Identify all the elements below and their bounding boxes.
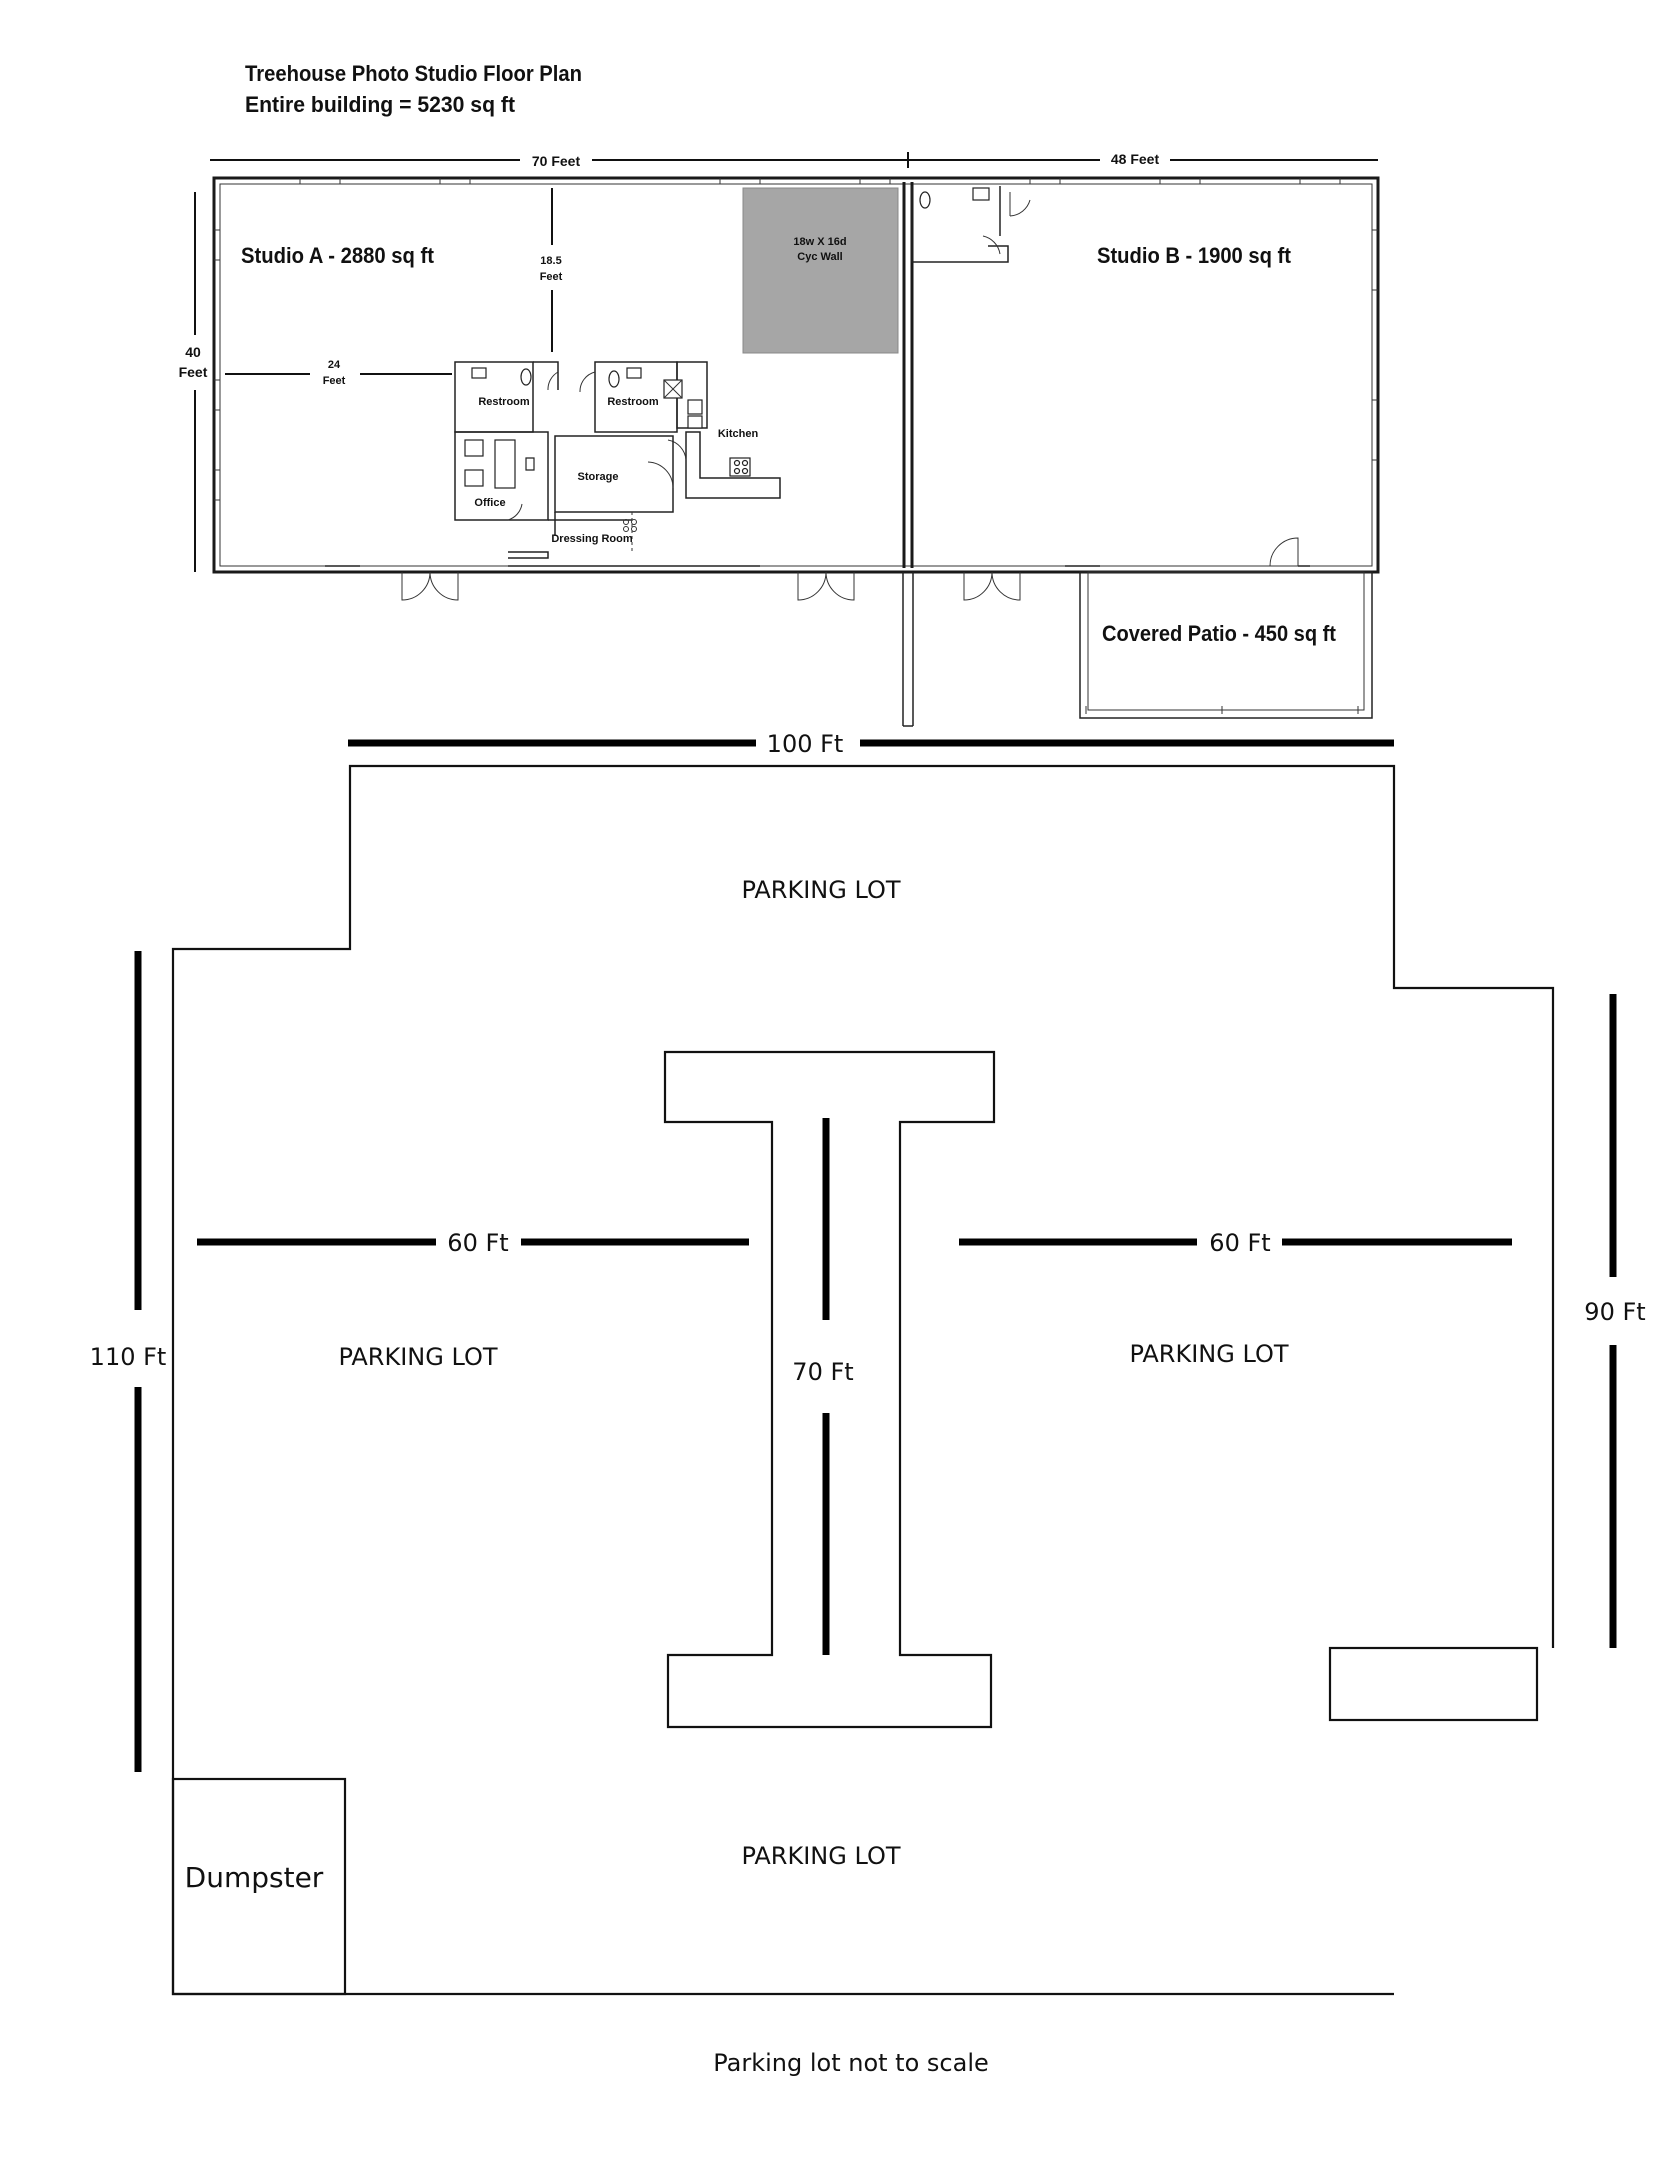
center-island [663, 1050, 996, 1729]
entry-doors [401, 537, 1299, 601]
dim-40-feet: Feet [179, 364, 208, 380]
dim-24: 24 [328, 359, 341, 371]
dim-70-feet: 70 Feet [532, 153, 581, 169]
cyc-wall-label: Cyc Wall [797, 251, 842, 263]
parking-left-height-dimension: 110 Ft [90, 951, 167, 1772]
dim-48-feet: 48 Feet [1111, 151, 1160, 167]
parking-top-width-dimension: 100 Ft [348, 730, 1394, 758]
parking-lot-left-label: PARKING LOT [338, 1343, 497, 1371]
dim-18-5: 18.5 [540, 255, 561, 267]
parking-lot-top-label: PARKING LOT [741, 876, 900, 904]
dim-100-ft: 100 Ft [767, 730, 844, 758]
walkway [902, 572, 914, 727]
parking-lot-outline [171, 764, 1555, 1996]
parking-lot-right-label: PARKING LOT [1129, 1340, 1288, 1368]
parking-lot-bottom-label: PARKING LOT [741, 1842, 900, 1870]
kitchen-label: Kitchen [718, 428, 759, 440]
parking-left-width-dimension: 60 Ft [197, 1229, 749, 1257]
studio-b-restroom [911, 186, 1031, 263]
studio-a-inner-dimensions: 18.5 Feet 24 Feet [225, 188, 563, 387]
storage-label: Storage [578, 471, 619, 483]
dim-70-ft: 70 Ft [792, 1358, 853, 1386]
studio-b-label: Studio B - 1900 sq ft [1097, 243, 1292, 268]
restroom-2-label: Restroom [607, 396, 659, 408]
parking-right-height-dimension: 90 Ft [1584, 994, 1646, 1648]
dim-60-ft-left: 60 Ft [447, 1229, 508, 1257]
dumpster-label: Dumpster [185, 1861, 324, 1894]
dim-18-5-feet: Feet [540, 271, 563, 283]
dim-110-ft: 110 Ft [90, 1343, 167, 1371]
right-curb-island [1328, 1646, 1539, 1722]
office-label: Office [474, 497, 505, 509]
plan-title: Treehouse Photo Studio Floor Plan [245, 61, 582, 86]
dumpster-box [171, 1777, 347, 1996]
covered-patio-label: Covered Patio - 450 sq ft [1102, 621, 1337, 646]
studio-a-label: Studio A - 2880 sq ft [241, 243, 435, 268]
restroom-1-label: Restroom [478, 396, 530, 408]
building-height-dimension: 40 Feet [179, 192, 208, 572]
dim-40: 40 [185, 344, 201, 360]
dim-90-ft: 90 Ft [1584, 1298, 1645, 1326]
dressing-room-label: Dressing Room [551, 533, 633, 545]
cyc-wall-size: 18w X 16d [793, 236, 846, 248]
dim-24-feet: Feet [323, 375, 346, 387]
cyc-wall [742, 187, 899, 354]
center-island-length-dimension: 70 Ft [792, 1118, 854, 1655]
parking-note: Parking lot not to scale [713, 2049, 989, 2077]
dim-60-ft-right: 60 Ft [1209, 1229, 1270, 1257]
parking-right-width-dimension: 60 Ft [959, 1229, 1512, 1257]
building-width-dimension: 70 Feet 48 Feet [210, 151, 1378, 169]
plan-subtitle: Entire building = 5230 sq ft [245, 92, 516, 117]
interior-core [454, 361, 781, 559]
covered-patio [1079, 571, 1373, 719]
